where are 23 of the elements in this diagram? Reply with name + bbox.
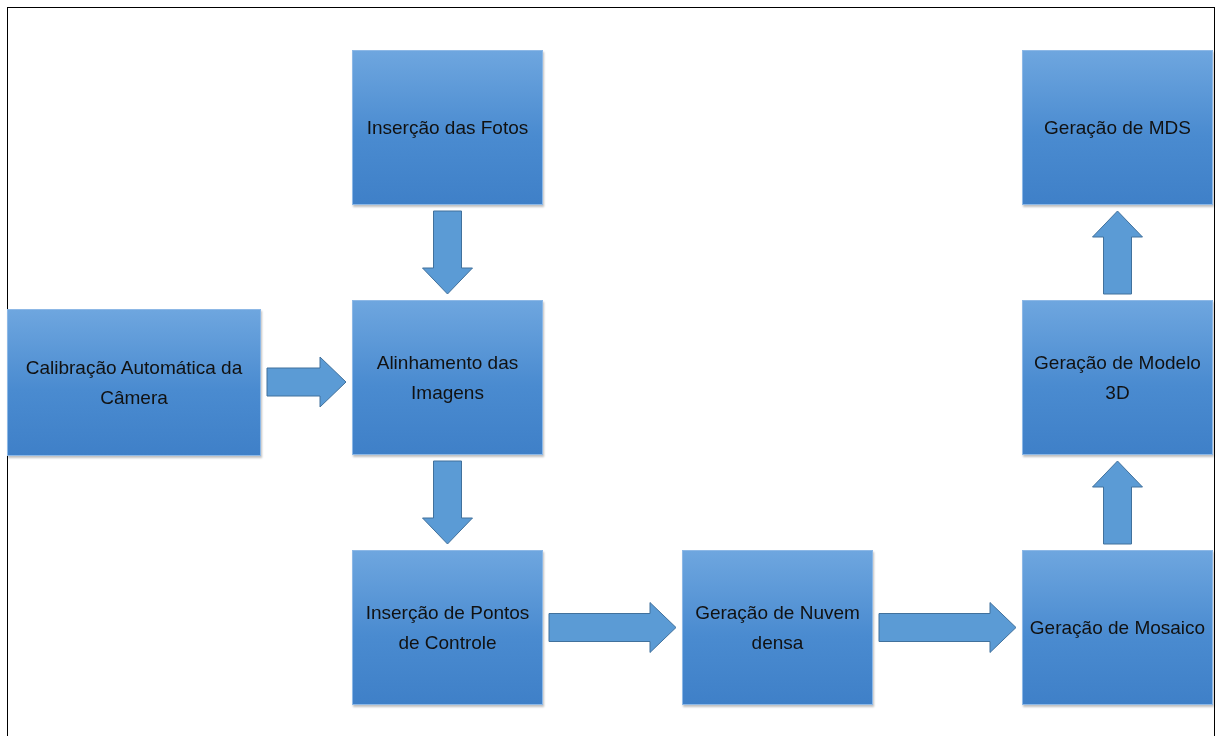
- block-arrow: [266, 356, 347, 408]
- block-arrow: [878, 602, 1017, 653]
- block-arrow: [548, 602, 677, 653]
- block-arrow: [422, 460, 473, 545]
- box-label: Inserção das Fotos: [365, 115, 530, 140]
- block-arrow: [1092, 460, 1143, 545]
- process-box: [1022, 550, 1213, 705]
- box-label: Geração de Nuvem densa: [694, 600, 861, 655]
- process-box: [7, 309, 261, 456]
- box-label: Geração de Modelo 3D: [1033, 350, 1202, 405]
- box-label: Geração de Mosaico: [1028, 615, 1207, 640]
- process-box: [1022, 50, 1213, 205]
- process-box: [352, 550, 543, 705]
- block-arrow: [1092, 210, 1143, 295]
- process-box: [682, 550, 873, 705]
- process-box: [1022, 300, 1213, 455]
- box-label: Calibração Automática da Câmera: [24, 355, 244, 410]
- process-box: [352, 50, 543, 205]
- box-label: Geração de MDS: [1043, 115, 1192, 140]
- box-label: Inserção de Pontos de Controle: [364, 600, 531, 655]
- process-box: [352, 300, 543, 455]
- block-arrow: [422, 210, 473, 295]
- box-label: Alinhamento das Imagens: [375, 350, 520, 405]
